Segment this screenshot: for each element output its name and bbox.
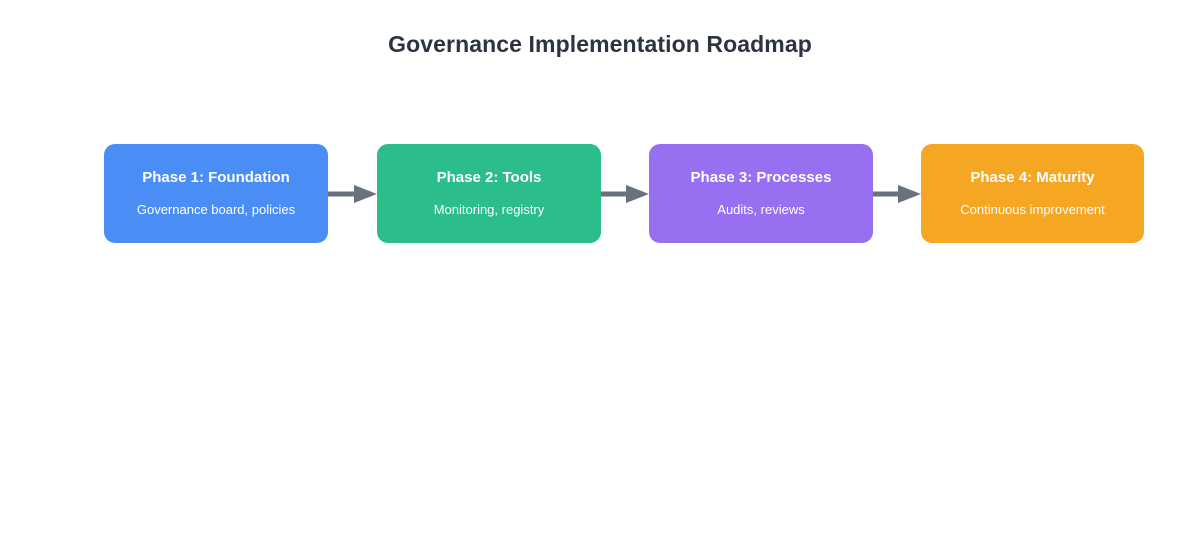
phase-node-3-subtitle: Audits, reviews xyxy=(717,202,805,217)
phase-node-2-subtitle: Monitoring, registry xyxy=(433,202,545,217)
phase-node-3-title: Phase 3: Processes xyxy=(690,169,832,186)
page-title: Governance Implementation Roadmap xyxy=(388,31,812,57)
phase-node-4-subtitle: Continuous improvement xyxy=(960,202,1105,217)
phase-node-4-title: Phase 4: Maturity xyxy=(970,169,1095,186)
phase-node-2-title: Phase 2: Tools xyxy=(436,169,542,186)
phase-node-1[interactable]: Phase 1: Foundation Governance board, po… xyxy=(104,144,328,243)
arrow-right-icon xyxy=(328,185,377,203)
phase-node-4[interactable]: Phase 4: Maturity Continuous improvement xyxy=(921,144,1144,243)
arrow-right-icon xyxy=(873,185,921,203)
phase-node-1-subtitle: Governance board, policies xyxy=(136,202,296,217)
arrow-right-icon xyxy=(601,185,649,203)
phase-flow-row: Phase 1: Foundation Governance board, po… xyxy=(104,144,1144,244)
phase-node-1-title: Phase 1: Foundation xyxy=(142,169,290,186)
phase-node-2[interactable]: Phase 2: Tools Monitoring, registry xyxy=(377,144,601,243)
phase-node-3[interactable]: Phase 3: Processes Audits, reviews xyxy=(649,144,873,243)
